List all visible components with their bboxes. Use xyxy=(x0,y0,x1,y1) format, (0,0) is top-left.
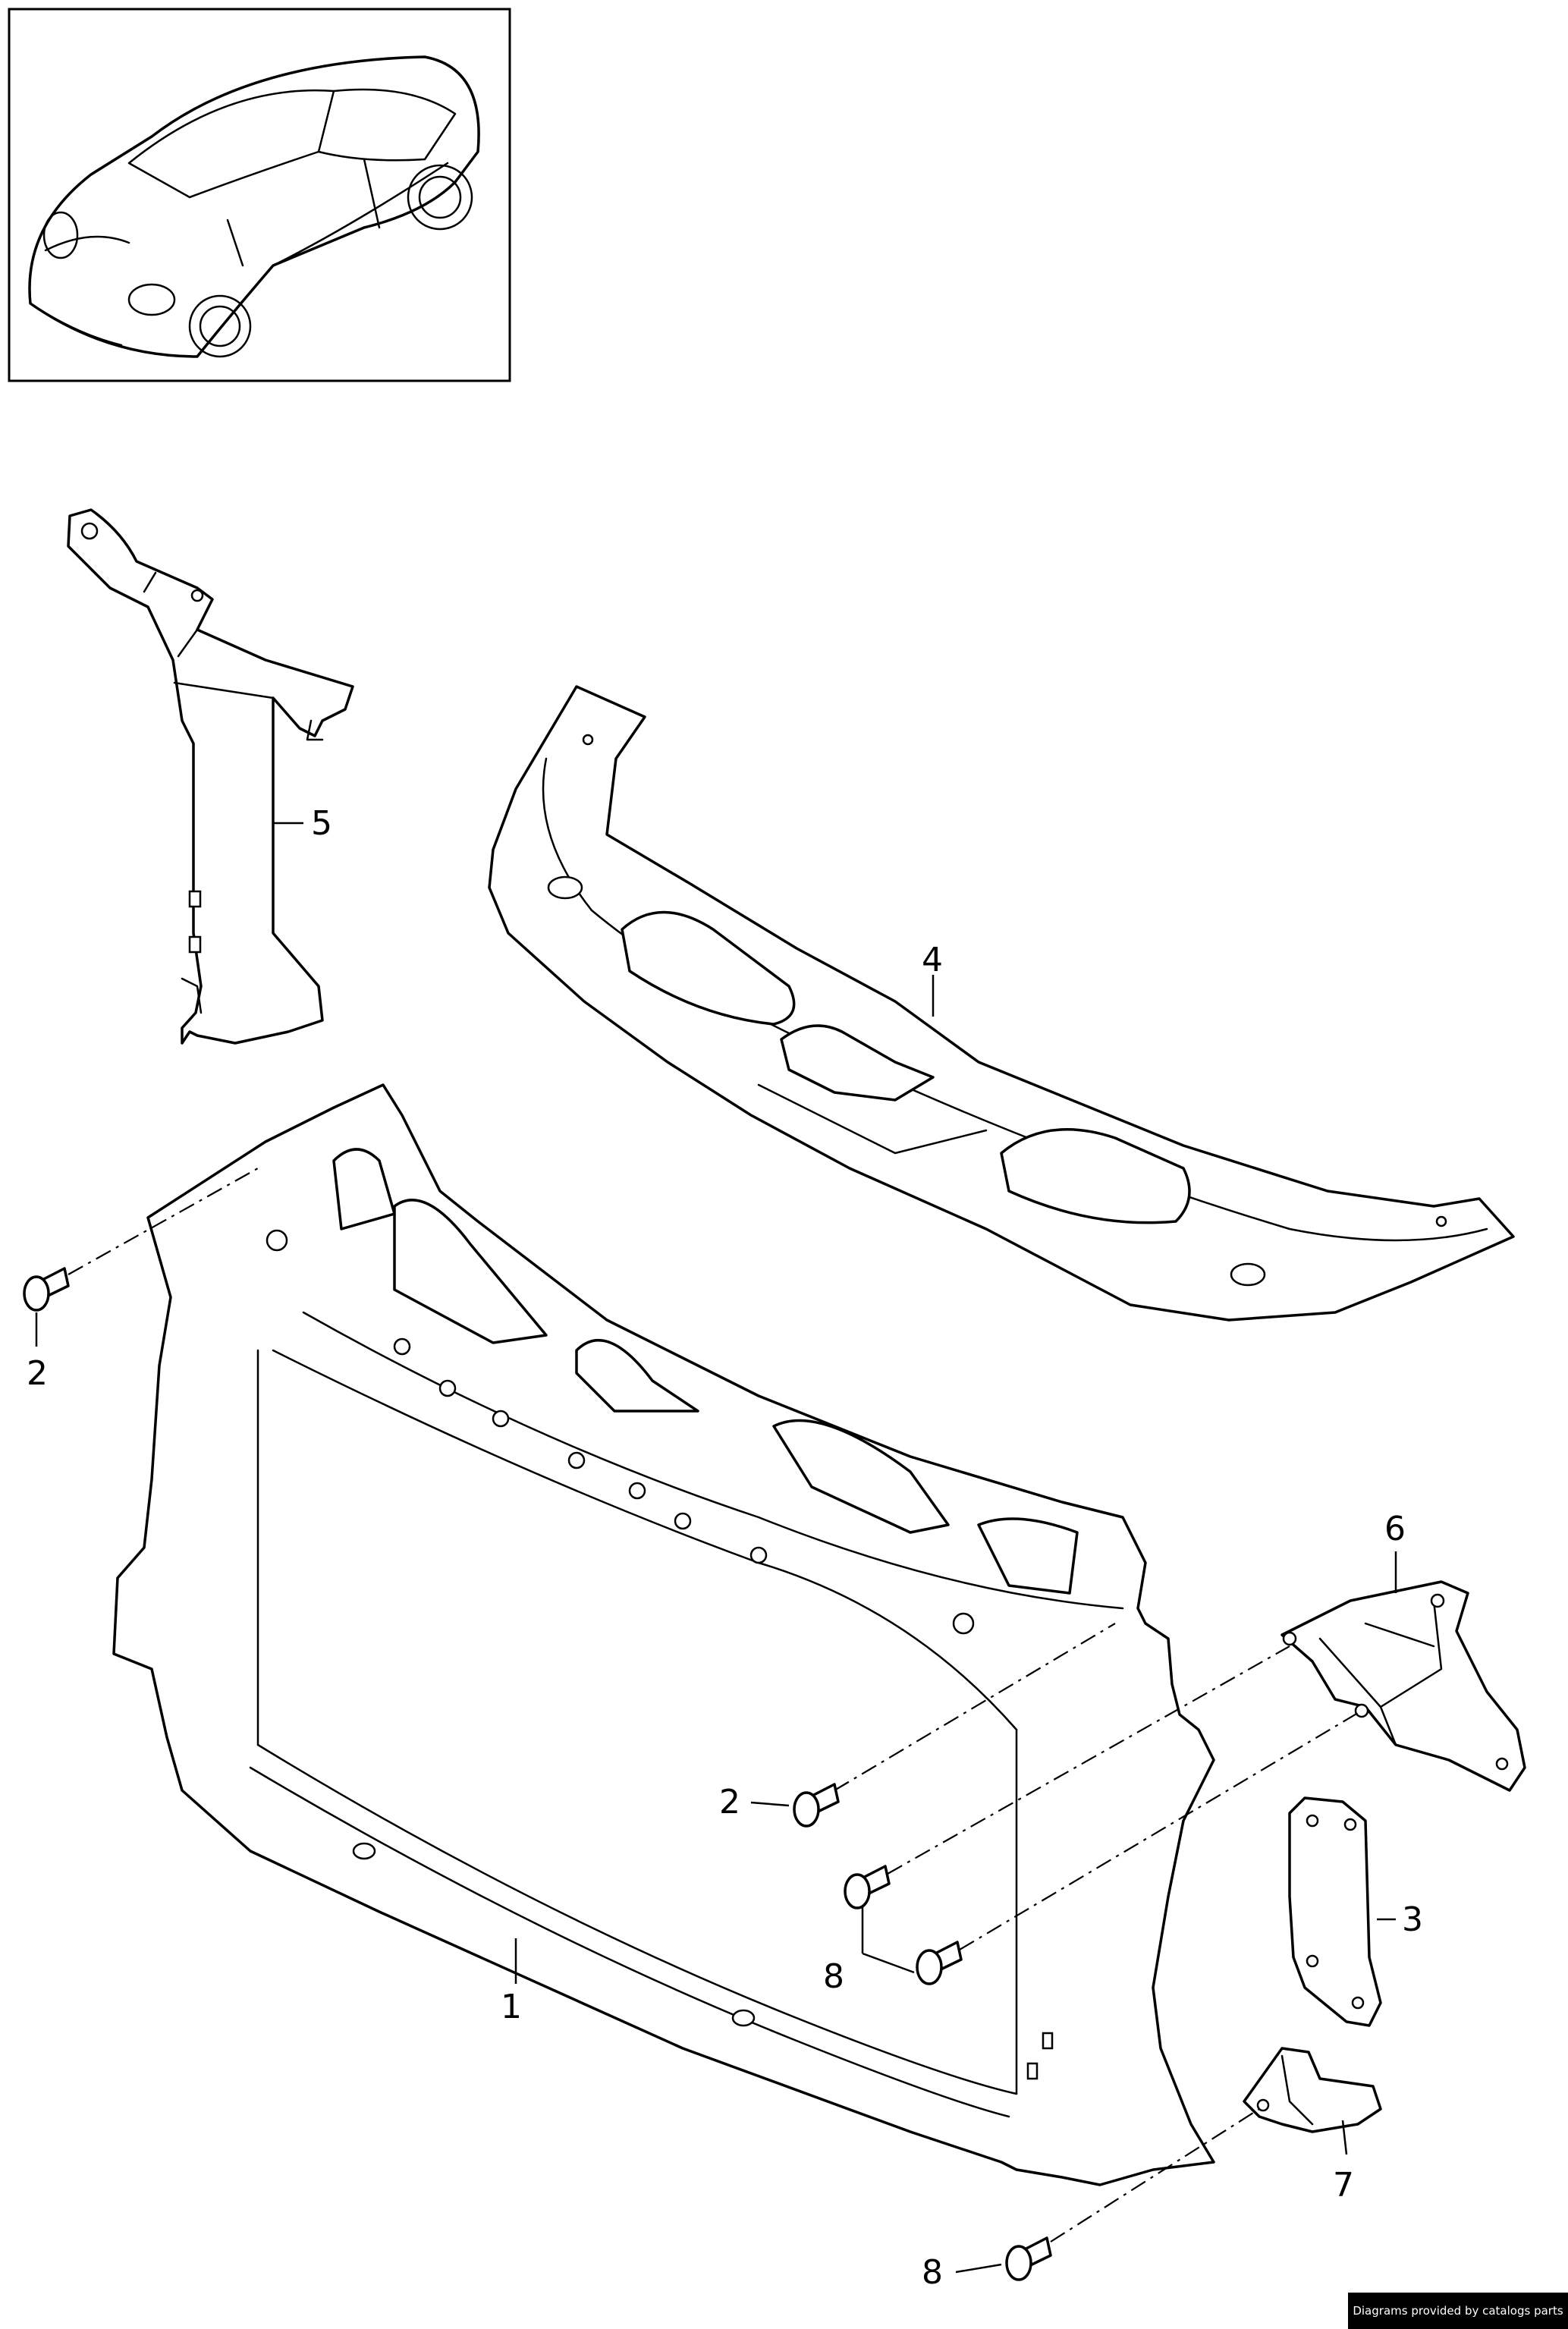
bolt-8-upper xyxy=(844,1865,891,1909)
callout-1: 1 xyxy=(501,1988,522,2026)
bolt-2-right xyxy=(793,1783,840,1828)
callout-3: 3 xyxy=(1402,1900,1423,1939)
assembly-lines xyxy=(68,1168,1362,2243)
callout-4: 4 xyxy=(922,941,943,979)
callout-8-lower: 8 xyxy=(922,2253,943,2292)
part-6-mount-bracket xyxy=(1280,1580,1526,1792)
catalog-credit-badge: Diagrams provided by catalogs parts xyxy=(1348,2293,1568,2329)
bolt-8-middle xyxy=(916,1941,963,1985)
callout-labels: 5 4 2 6 2 3 8 1 7 8 xyxy=(27,804,1423,2292)
callout-6: 6 xyxy=(1384,1510,1406,1548)
callout-7: 7 xyxy=(1333,2166,1354,2205)
callout-5: 5 xyxy=(311,804,332,843)
part-7-small-bracket xyxy=(1243,2047,1382,2133)
vehicle-thumbnail xyxy=(8,8,511,382)
part-4-upper-cover xyxy=(488,685,1515,1322)
leader-lines xyxy=(35,822,1397,2274)
bolt-2-left xyxy=(23,1267,70,1312)
part-3-plate xyxy=(1288,1796,1382,2027)
callout-8-middle: 8 xyxy=(823,1957,844,1996)
part-1-front-carrier xyxy=(112,1083,1215,2186)
part-5-side-bracket xyxy=(67,508,354,1045)
bolt-8-lower xyxy=(1005,2236,1052,2281)
callout-2-left: 2 xyxy=(27,1354,48,1393)
callout-2-right: 2 xyxy=(719,1783,740,1821)
